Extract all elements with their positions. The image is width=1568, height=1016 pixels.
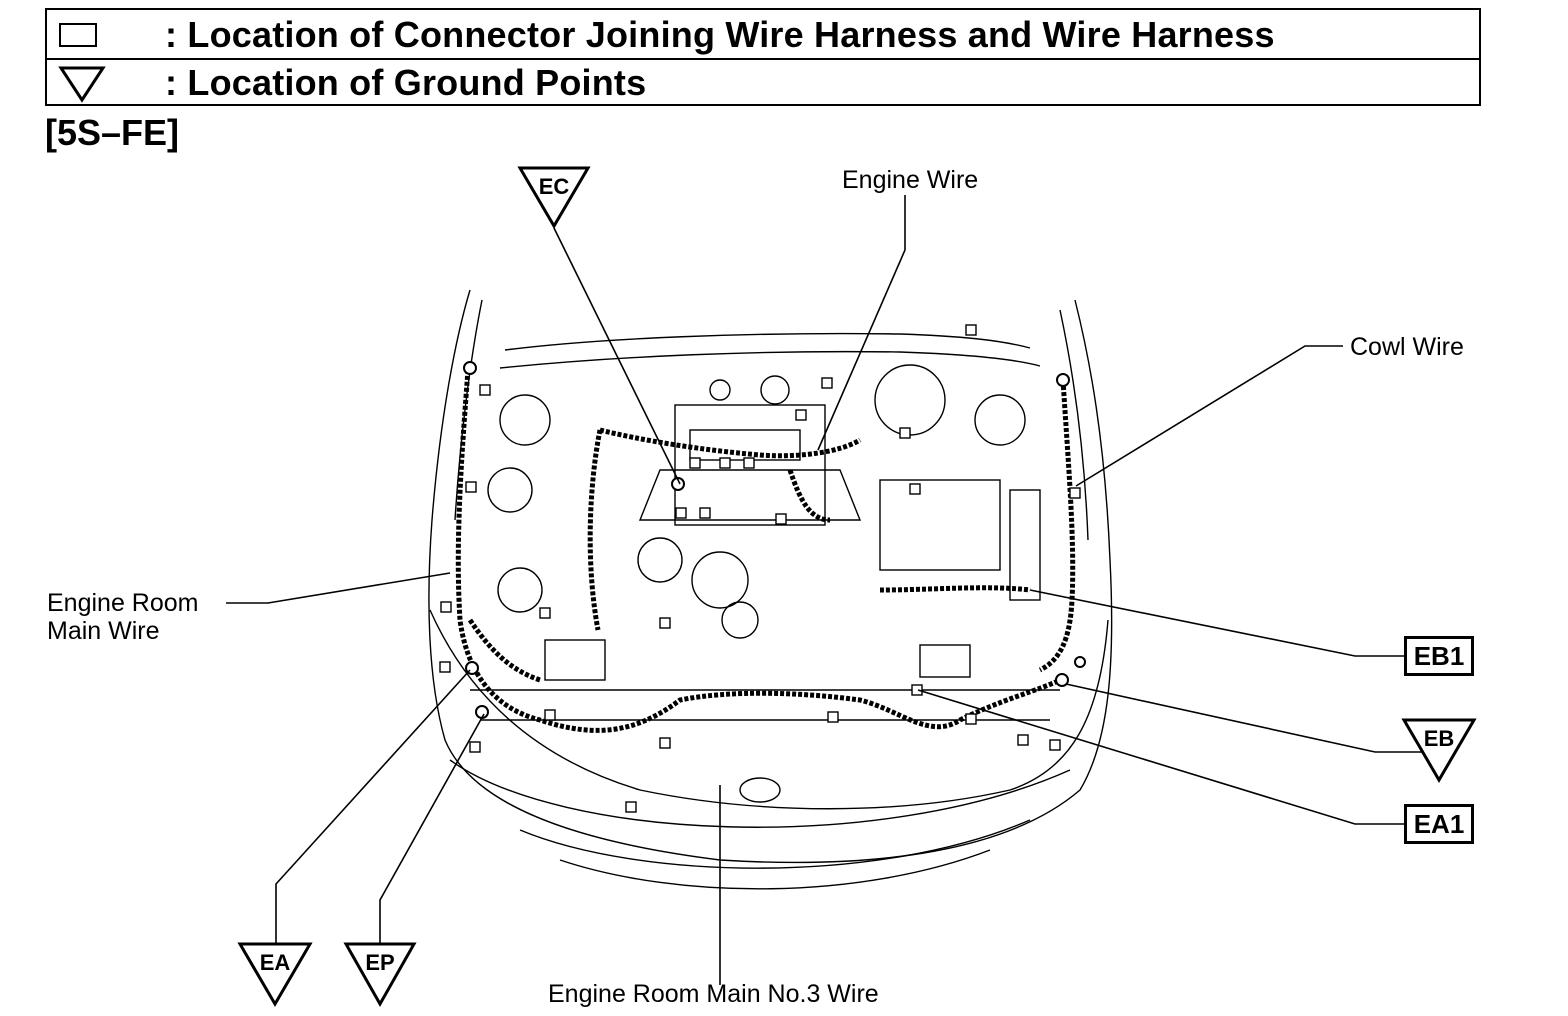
legend-row-connector: : Location of Connector Joining Wire Har… [47,10,1479,60]
ground-triangle-ea [237,942,313,1007]
legend-row-ground: : Location of Ground Points [47,58,1479,106]
label-engine-wire: Engine Wire [842,166,979,194]
ground-triangle-eb [1401,718,1477,783]
connector-box-icon [59,23,97,47]
leader-lines [226,195,1425,985]
label-engine-room-main-line2: Main Wire [47,617,160,645]
wire-harness-routing [455,369,1076,733]
label-engine-room-main-no3: Engine Room Main No.3 Wire [548,980,879,1008]
connector-label-eb1: EB1 [1404,636,1474,676]
ground-triangle-icon [58,66,106,103]
ground-triangles [237,166,1477,1008]
ground-label-ea: EA [259,950,291,975]
ground-triangle-ec [517,166,591,229]
legend-connector-text: : Location of Connector Joining Wire Har… [165,14,1275,55]
legend: : Location of Connector Joining Wire Har… [45,8,1481,106]
connector-label-ea1: EA1 [1404,804,1474,844]
label-cowl-wire: Cowl Wire [1350,333,1464,361]
label-engine-room-main-line1: Engine Room [47,589,199,617]
ground-label-eb: EB [1423,726,1455,751]
ground-label-ec: EC [538,174,570,199]
ground-label-ep: EP [365,950,395,975]
engine-variant-title: [5S–FE] [45,112,180,153]
vehicle-outline [428,289,1113,890]
connector-blocks [439,324,1081,813]
ground-triangle-ep [343,942,417,1008]
legend-ground-text: : Location of Ground Points [165,62,647,103]
ground-bolts [463,361,1086,719]
